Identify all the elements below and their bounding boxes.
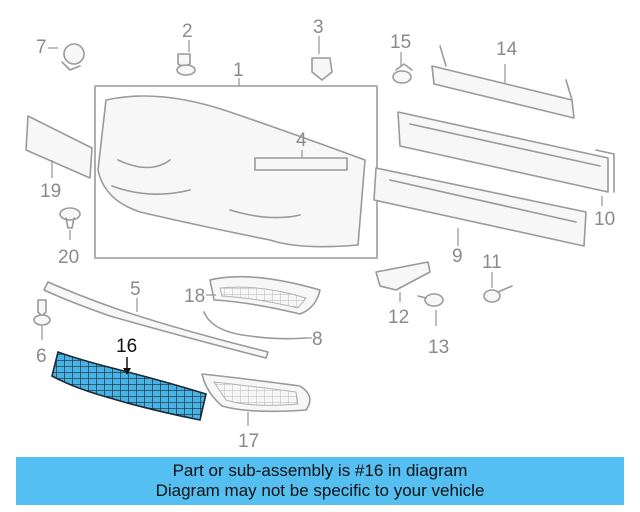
callout-8[interactable]: 8 <box>312 329 323 350</box>
callout-2[interactable]: 2 <box>182 21 193 42</box>
callout-1[interactable]: 1 <box>233 60 244 81</box>
lower-molding-part-5: 5 <box>43 279 269 359</box>
banner-line-disclaimer: Diagram may not be specific to your vehi… <box>155 481 485 500</box>
bumper-cover-part: 1 4 <box>94 60 378 259</box>
callout-18[interactable]: 18 <box>184 286 205 307</box>
callout-20[interactable]: 20 <box>58 247 79 268</box>
upper-absorber-part-14: 14 <box>431 39 575 119</box>
bolt-part-11: 11 <box>482 252 513 303</box>
bumper-cover-shape <box>97 95 366 248</box>
reinforcement-part-10: 10 <box>397 111 615 230</box>
callout-15[interactable]: 15 <box>390 32 411 53</box>
absorber-part-9: 9 <box>373 167 587 267</box>
screw-part-6: 6 <box>33 299 51 367</box>
lower-grille-highlight[interactable] <box>51 350 207 421</box>
bracket-part-12: 12 <box>375 261 431 328</box>
callout-9[interactable]: 9 <box>452 246 463 267</box>
lower-grille-part-16[interactable]: 16 <box>51 336 207 421</box>
retainer-part-7: 7 <box>36 37 85 71</box>
callout-7[interactable]: 7 <box>36 37 47 58</box>
callout-10[interactable]: 10 <box>594 209 615 230</box>
banner-line-part: Part or sub-assembly is #16 in diagram <box>172 461 468 480</box>
push-clip-part-20: 20 <box>58 207 81 268</box>
callout-17[interactable]: 17 <box>238 431 259 452</box>
info-banner: Part or sub-assembly is #16 in diagram D… <box>16 457 624 505</box>
callout-13[interactable]: 13 <box>428 337 449 358</box>
callout-5[interactable]: 5 <box>130 279 141 300</box>
center-molding-part <box>254 157 348 171</box>
callout-6[interactable]: 6 <box>36 346 47 367</box>
screw-part-2: 2 <box>176 21 196 76</box>
bumper-cover-contours <box>111 159 301 219</box>
callout-16[interactable]: 16 <box>116 336 137 357</box>
molding-part-8: 8 <box>203 311 323 350</box>
callout-14[interactable]: 14 <box>496 39 518 60</box>
callout-19[interactable]: 19 <box>40 181 61 202</box>
bolt-part-13: 13 <box>417 293 449 358</box>
callout-4[interactable]: 4 <box>296 130 307 151</box>
callout-11[interactable]: 11 <box>482 252 502 273</box>
callout-3[interactable]: 3 <box>313 17 324 38</box>
license-bracket-part-19: 19 <box>25 115 93 202</box>
side-grille-part-17: 17 <box>201 373 311 452</box>
side-grille-part-18: 18 <box>184 275 321 315</box>
callout-12[interactable]: 12 <box>388 307 409 328</box>
bolt-part-15: 15 <box>390 32 413 84</box>
clip-part-3: 3 <box>311 17 333 81</box>
callout-16-arrow <box>123 368 131 375</box>
exploded-parts-diagram: 1 4 2 3 7 19 20 15 <box>25 17 615 452</box>
